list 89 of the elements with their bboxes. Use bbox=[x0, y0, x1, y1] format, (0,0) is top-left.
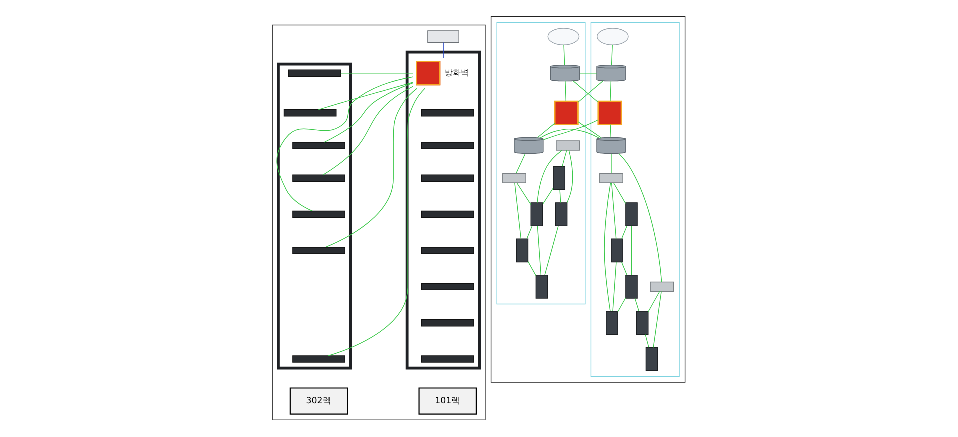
connector bbox=[611, 154, 612, 174]
node-bar bbox=[292, 174, 346, 182]
connector bbox=[573, 80, 599, 103]
node-bar bbox=[421, 210, 474, 218]
connector bbox=[564, 44, 566, 66]
node-bar bbox=[292, 142, 346, 150]
connector bbox=[610, 124, 612, 138]
connector bbox=[276, 76, 414, 212]
cluster bbox=[277, 62, 352, 370]
node-box: 101렉 bbox=[418, 388, 477, 415]
node-box bbox=[650, 282, 674, 292]
node-box: 302렉 bbox=[290, 388, 348, 415]
node-bar bbox=[421, 142, 474, 150]
node-box bbox=[553, 166, 566, 190]
node-box bbox=[636, 311, 649, 336]
connector bbox=[528, 262, 536, 276]
connector bbox=[566, 150, 574, 204]
connector bbox=[544, 226, 559, 276]
connector bbox=[537, 123, 556, 138]
connector bbox=[611, 182, 617, 240]
connector bbox=[516, 182, 532, 206]
connector bbox=[326, 88, 418, 248]
connector bbox=[653, 291, 662, 348]
node-box bbox=[611, 238, 624, 263]
cluster bbox=[406, 50, 482, 370]
node-bar bbox=[421, 247, 474, 254]
node-box bbox=[428, 30, 460, 43]
node-box bbox=[536, 274, 548, 299]
node-box bbox=[556, 140, 580, 151]
connector bbox=[612, 262, 617, 312]
connector bbox=[540, 128, 600, 138]
node-box bbox=[646, 347, 658, 372]
node-box bbox=[555, 202, 568, 226]
connector bbox=[543, 120, 599, 140]
connector bbox=[340, 73, 414, 74]
node-box bbox=[530, 202, 544, 226]
node-bar bbox=[292, 210, 346, 218]
connector bbox=[537, 226, 542, 276]
node-bar bbox=[421, 110, 474, 117]
node-box bbox=[516, 238, 529, 263]
connector bbox=[645, 334, 650, 348]
connector bbox=[618, 298, 626, 312]
node-box bbox=[606, 311, 618, 336]
connector bbox=[322, 86, 414, 176]
node-box bbox=[598, 100, 622, 126]
node-bar bbox=[284, 110, 337, 117]
node-box bbox=[502, 173, 526, 184]
node-bar bbox=[292, 247, 346, 254]
node-box bbox=[554, 100, 579, 126]
connector bbox=[578, 80, 604, 103]
node-box bbox=[600, 173, 624, 184]
node-bar bbox=[421, 319, 474, 327]
node-cloud bbox=[548, 28, 580, 46]
connector bbox=[621, 262, 628, 276]
connector bbox=[613, 182, 626, 204]
connector bbox=[526, 226, 533, 240]
connector bbox=[565, 81, 567, 102]
connector bbox=[562, 150, 568, 168]
node-bar bbox=[421, 356, 474, 363]
connector bbox=[516, 154, 526, 174]
node-cloud bbox=[597, 28, 629, 46]
connector bbox=[610, 81, 612, 102]
connector bbox=[537, 150, 563, 204]
connector bbox=[443, 42, 444, 58]
connector bbox=[604, 182, 612, 312]
node-box bbox=[626, 274, 638, 299]
connector bbox=[560, 190, 562, 204]
node-bar bbox=[421, 283, 474, 291]
connector bbox=[580, 73, 598, 74]
node-box bbox=[626, 202, 638, 226]
cluster bbox=[590, 22, 680, 378]
node-bar bbox=[288, 70, 342, 77]
connector bbox=[611, 44, 613, 66]
connector bbox=[578, 122, 602, 138]
connector bbox=[634, 298, 640, 312]
connector bbox=[328, 88, 426, 356]
connector bbox=[324, 82, 414, 143]
connector bbox=[542, 188, 554, 205]
cluster bbox=[496, 22, 586, 305]
node-bar bbox=[421, 174, 474, 182]
cluster bbox=[490, 16, 686, 383]
cluster bbox=[272, 24, 486, 420]
connector bbox=[648, 291, 660, 312]
connector bbox=[631, 226, 632, 276]
connector bbox=[618, 154, 662, 282]
connector bbox=[318, 82, 414, 110]
connector bbox=[514, 182, 522, 240]
node-bar bbox=[292, 356, 346, 363]
connector bbox=[622, 226, 628, 240]
